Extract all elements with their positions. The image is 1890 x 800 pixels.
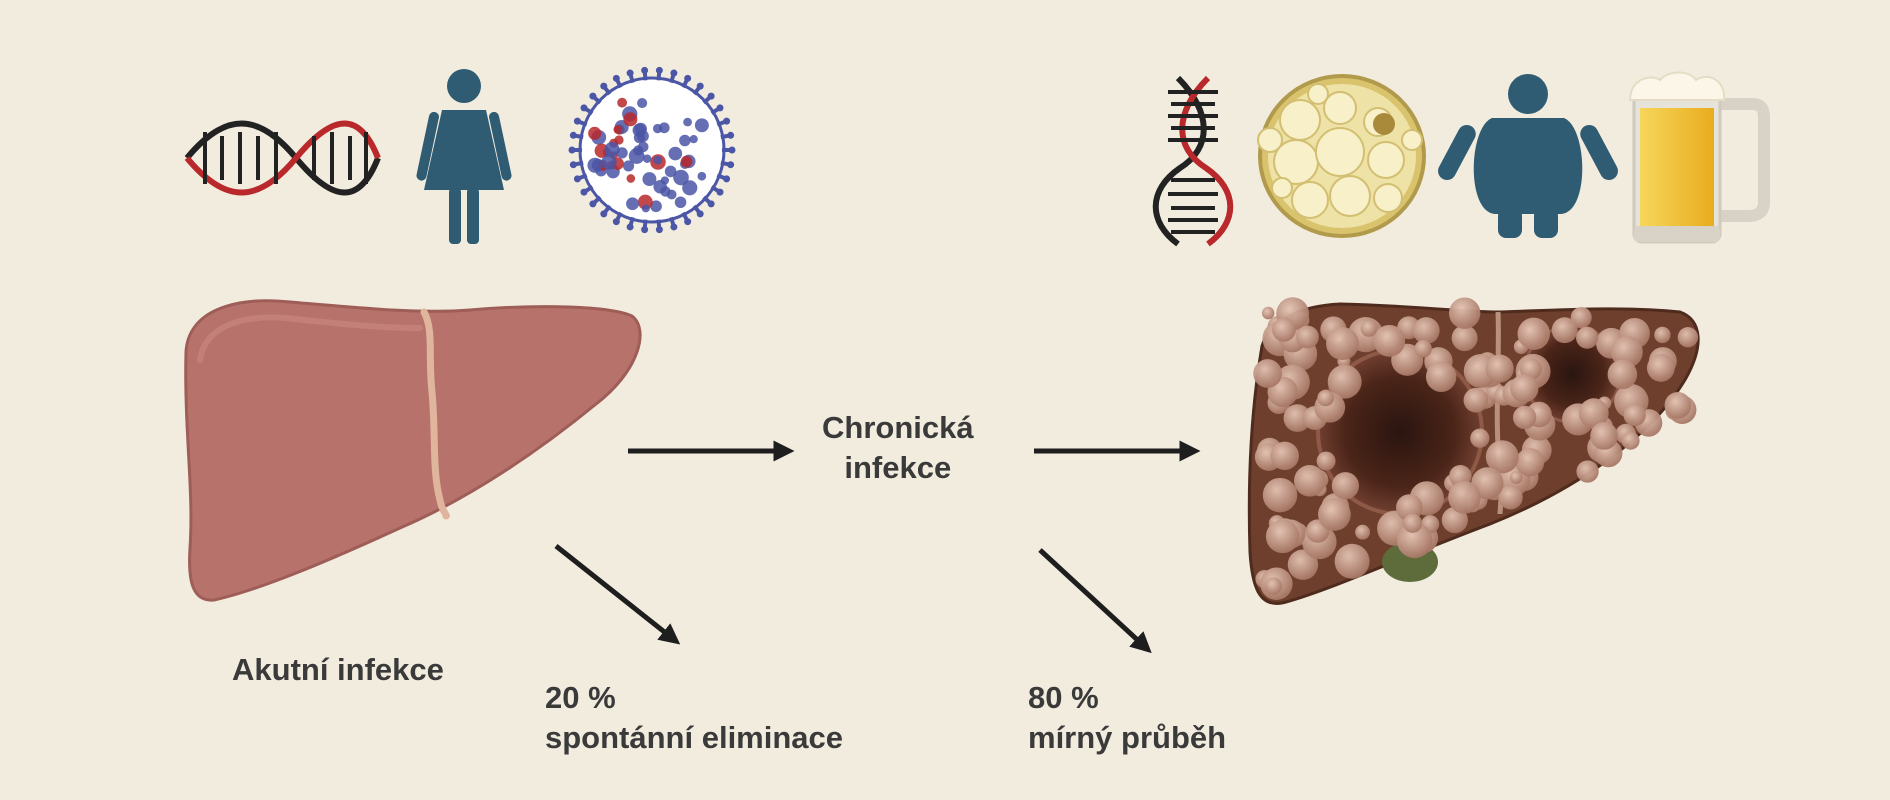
virus-icon — [568, 66, 736, 234]
beer-mug-icon — [1628, 71, 1770, 244]
female-person-icon — [416, 69, 512, 244]
chronic-infection-line1: Chronická — [822, 410, 974, 445]
chronic-infection-label: Chronická infekce — [822, 408, 974, 488]
mild-percent: 80 % — [1028, 680, 1099, 715]
arrow-to-mild-course — [1038, 548, 1152, 654]
healthy-liver — [184, 299, 642, 602]
spontaneous-elimination-label: 20 % spontánní eliminace — [545, 678, 843, 758]
acute-infection-text: Akutní infekce — [232, 652, 444, 687]
cirrhotic-liver — [1247, 297, 1700, 605]
mild-text: mírný průběh — [1028, 720, 1227, 755]
dna-icon — [184, 120, 381, 196]
elimination-percent: 20 % — [545, 680, 616, 715]
fat-cell-icon — [1257, 74, 1426, 238]
chronic-infection-line2: infekce — [844, 450, 952, 485]
acute-infection-label: Akutní infekce — [232, 650, 444, 690]
elimination-text: spontánní eliminace — [545, 720, 844, 755]
arrow-to-elimination — [554, 544, 681, 645]
obese-person-icon — [1438, 74, 1618, 238]
dna-icon — [1152, 75, 1234, 247]
mild-course-label: 80 % mírný průběh — [1028, 678, 1226, 758]
